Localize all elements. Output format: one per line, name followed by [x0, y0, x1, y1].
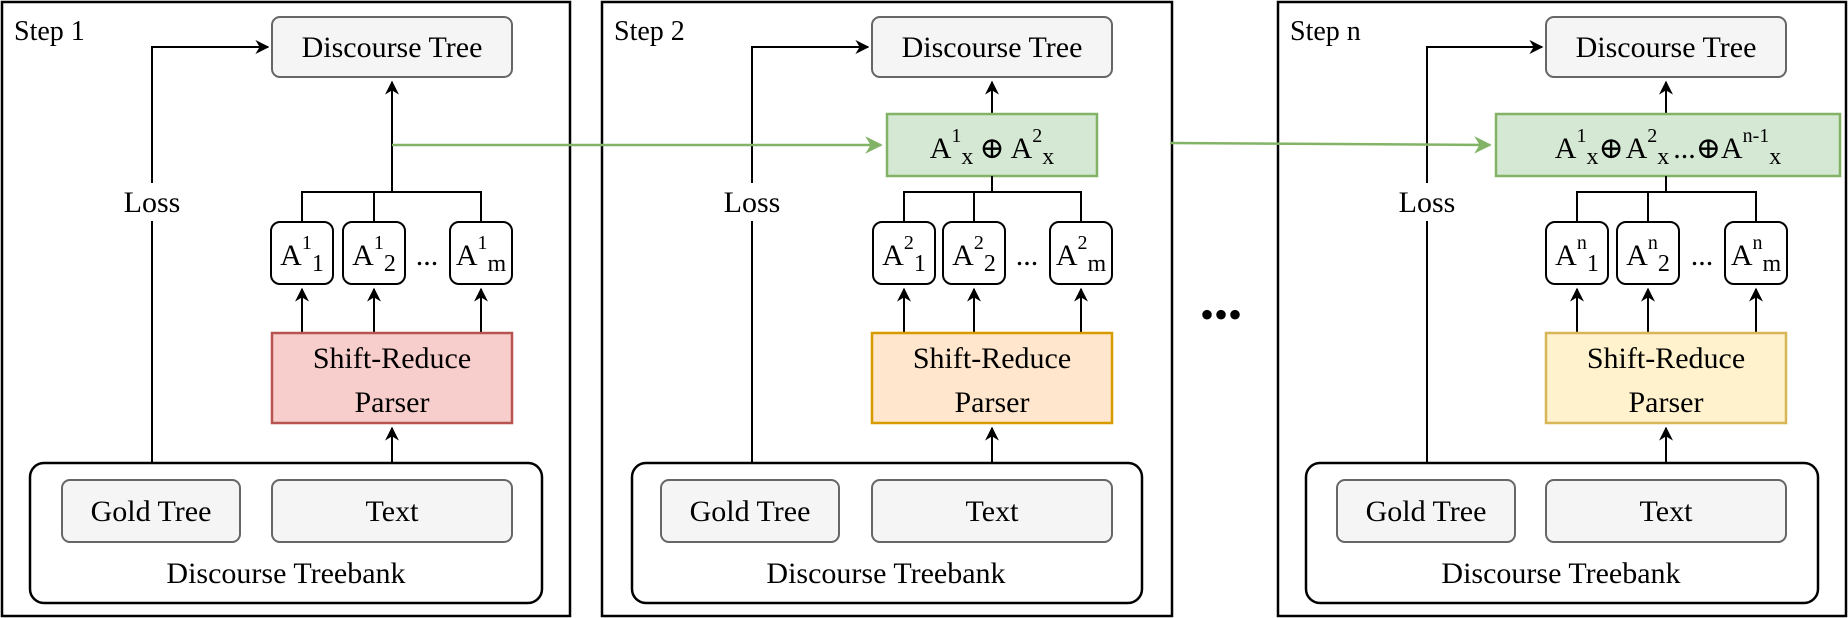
loss-arrow [151, 40, 270, 476]
a-bracket [903, 191, 1082, 222]
a-2-1: A21 [882, 232, 926, 277]
gold-tree-label: Gold Tree [1366, 495, 1487, 528]
a-box-1 [1545, 221, 1609, 285]
step-1-title: Step 1 [14, 16, 85, 47]
loss-label-bg [712, 183, 792, 221]
step-n-title: Step n [1290, 16, 1361, 47]
a-box-2 [942, 221, 1006, 285]
between-steps-ellipsis: ••• [1200, 292, 1242, 337]
discourse-tree-label: Discourse Tree [1576, 31, 1757, 64]
treebank-label: Discourse Treebank [1441, 557, 1680, 590]
a-bracket [1576, 191, 1757, 222]
loss-label: Loss [724, 186, 781, 219]
a-1-m: A1m [456, 232, 507, 277]
a-box-m [1049, 221, 1113, 285]
step-2-panel: Step 2 Discourse Tree Loss A1x⊕A2x A21 A… [600, 0, 1174, 618]
a-box-m [449, 221, 513, 285]
a-1-1: A11 [280, 232, 324, 277]
shift-reduce-parser-box [870, 331, 1114, 425]
loss-arrow [1426, 40, 1544, 476]
a-ellipsis: ... [1016, 239, 1039, 272]
step-n-panel: Step n Discourse Tree Loss A1x⊕A2x...⊕An… [1276, 0, 1848, 618]
loss-arrow [751, 40, 870, 476]
text-label: Text [366, 495, 420, 528]
merge-box [1494, 112, 1842, 178]
a-ellipsis: ... [1691, 239, 1714, 272]
merge-expression: A1x⊕A2x...⊕An-1x [1555, 125, 1781, 170]
gold-tree-label: Gold Tree [91, 495, 212, 528]
text-label: Text [966, 495, 1020, 528]
loss-label: Loss [124, 186, 181, 219]
discourse-tree-label: Discourse Tree [302, 31, 483, 64]
loss-label: Loss [1399, 186, 1456, 219]
loss-label-bg [1387, 183, 1467, 221]
a-bracket [301, 191, 482, 222]
step-1-panel: Step 1 Discourse Tree Loss A11 A12 ... A… [0, 0, 572, 618]
a-1-2: A12 [352, 232, 396, 277]
text-box [1545, 479, 1787, 543]
step-2-title: Step 2 [614, 16, 685, 47]
a-box-2 [1616, 221, 1680, 285]
treebank-label: Discourse Treebank [766, 557, 1005, 590]
treebank-label: Discourse Treebank [166, 557, 405, 590]
discourse-tree-box [871, 16, 1113, 78]
a-2-m: A2m [1056, 232, 1107, 277]
a-n-m: Anm [1731, 232, 1782, 277]
a-box-1 [270, 221, 334, 285]
a-box-2 [342, 221, 406, 285]
shift-reduce-parser-box [1544, 331, 1788, 425]
step2-to-stepn-green-arrow [1169, 136, 1492, 154]
merge-expression: A1x⊕A2x [930, 125, 1054, 170]
loss-label-bg [112, 183, 192, 221]
text-box [871, 479, 1113, 543]
text-box [271, 479, 513, 543]
discourse-tree-box [1545, 16, 1787, 78]
a-n-1: An1 [1555, 232, 1599, 277]
discourse-tree-label: Discourse Tree [902, 31, 1083, 64]
a-n-2: An2 [1626, 232, 1670, 277]
a-box-1 [872, 221, 936, 285]
shift-reduce-parser-box [270, 331, 514, 425]
gold-tree-box [660, 479, 840, 543]
a-2-2: A22 [952, 232, 996, 277]
discourse-tree-box [271, 16, 513, 78]
gold-tree-box [1336, 479, 1516, 543]
gold-tree-box [61, 479, 241, 543]
merge-box [885, 112, 1099, 178]
text-label: Text [1640, 495, 1694, 528]
gold-tree-label: Gold Tree [690, 495, 811, 528]
a-box-m [1724, 221, 1788, 285]
a-ellipsis: ... [416, 239, 439, 272]
